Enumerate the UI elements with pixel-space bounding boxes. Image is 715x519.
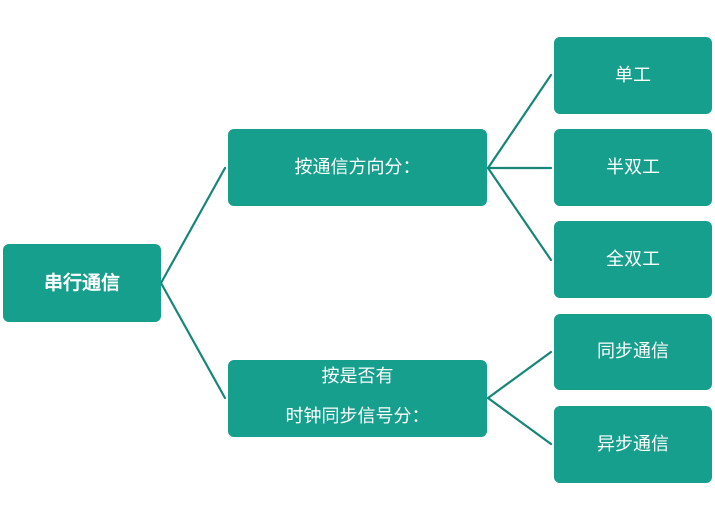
- branch-node-by-direction: 按通信方向分：: [228, 129, 487, 206]
- branch-node-by-clock-sync-label-line2: 时钟同步信号分：: [285, 406, 430, 428]
- leaf-node-simplex-label: 单工: [615, 64, 651, 86]
- root-node-serial-communication: 串行通信: [3, 244, 161, 322]
- connector-direction-to-full-duplex: [486, 166, 553, 262]
- leaf-node-full-duplex-label: 全双工: [606, 248, 660, 270]
- connector-root-to-direction: [159, 166, 227, 285]
- leaf-node-synchronous-label: 同步通信: [597, 341, 669, 363]
- branch-node-by-clock-sync-label-line1: 按是否有: [321, 366, 394, 387]
- root-node-label: 串行通信: [43, 271, 120, 294]
- leaf-node-asynchronous-label: 异步通信: [597, 433, 669, 455]
- leaf-node-half-duplex: 半双工: [554, 129, 712, 206]
- connector-direction-to-simplex: [486, 73, 553, 170]
- connector-clock-to-async: [486, 396, 553, 446]
- leaf-node-synchronous: 同步通信: [554, 314, 712, 390]
- leaf-node-asynchronous: 异步通信: [554, 406, 712, 483]
- leaf-node-full-duplex: 全双工: [554, 221, 712, 298]
- branch-node-by-clock-sync: 按是否有 时钟同步信号分：: [228, 360, 487, 437]
- connector-clock-to-sync: [486, 350, 553, 400]
- leaf-node-half-duplex-label: 半双工: [606, 156, 660, 178]
- connector-root-to-clock-sync: [159, 281, 227, 400]
- branch-node-by-direction-label: 按通信方向分：: [294, 156, 421, 178]
- leaf-node-simplex: 单工: [554, 37, 712, 114]
